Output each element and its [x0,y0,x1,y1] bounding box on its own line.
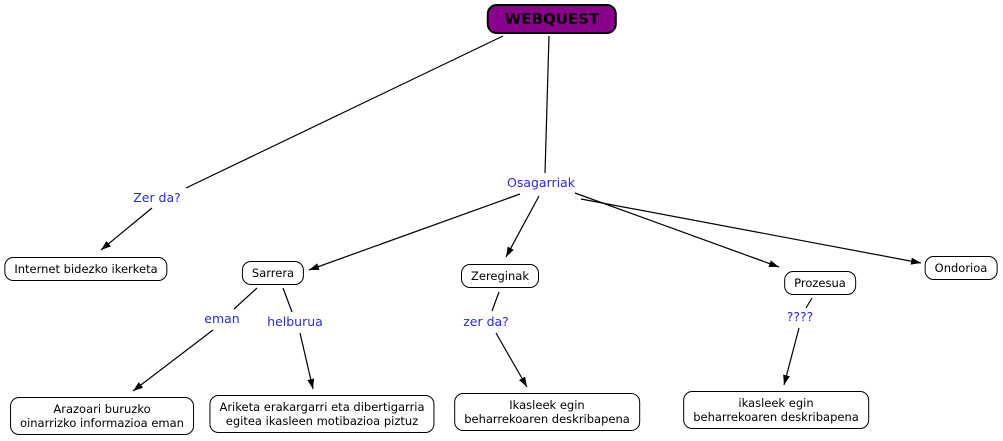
link-label-helburua[interactable]: helburua [265,314,325,329]
node-ikasleek1-line2: beharrekoaren deskribapena [464,412,630,426]
node-ariketa-motibazioa[interactable]: Ariketa erakargarri eta dibertigarria eg… [209,395,435,433]
node-ariketa-line2: egitea ikasleen motibazioa piztuz [225,414,419,428]
edge-helburua-to-ariketa [299,332,315,390]
node-ikasleek2-line1: ikasleek egin [738,396,814,410]
node-webquest[interactable]: WEBQUEST [486,4,618,34]
link-label-zer-da-zereginak[interactable]: zer da? [461,314,511,329]
node-ikasleek-deskribapena-zereginak[interactable]: Ikasleek egin beharrekoaren deskribapena [454,393,640,431]
node-ikasleek-deskribapena-prozesua[interactable]: ikasleek egin beharrekoaren deskribapena [683,391,869,429]
link-label-galderak[interactable]: ???? [784,309,816,324]
node-ondorioa[interactable]: Ondorioa [924,256,998,280]
edge-eman-to-arazoari [132,329,214,392]
link-label-eman[interactable]: eman [202,311,242,326]
node-ikasleek1-line1: Ikasleek egin [509,398,585,412]
node-internet-bidezko-ikerketa[interactable]: Internet bidezko ikerketa [4,257,168,281]
edge-osagarriak-to-sarrera [308,193,521,271]
edge-prozesua-to-galderak [805,297,813,309]
node-ariketa-line1: Ariketa erakargarri eta dibertigarria [219,400,425,414]
link-label-osagarriak[interactable]: Osagarriak [504,175,578,190]
link-label-zer-da-root[interactable]: Zer da? [131,190,183,205]
edge-osagarriak-to-prozesua [574,192,780,268]
node-zereginak[interactable]: Zereginak [461,264,539,288]
edge-sarrera-to-helburua [282,287,293,313]
edge-zerda2-to-ikasleek [495,332,528,388]
edge-webquest-to-zerda [185,35,504,189]
edge-osagarriak-to-zereginak [505,195,540,258]
edge-galderak-to-ikasleek2 [783,327,800,386]
edge-webquest-to-osagarriak [544,35,550,174]
edge-zerda-to-internet [100,207,153,251]
node-sarrera[interactable]: Sarrera [241,261,305,285]
edge-zereginak-to-zerda2 [491,291,500,312]
node-ikasleek2-line2: beharrekoaren deskribapena [693,410,859,424]
node-arazoari-line2: oinarrizko informazioa eman [20,416,184,430]
node-arazoari-informazioa[interactable]: Arazoari buruzko oinarrizko informazioa … [10,397,194,435]
edge-osagarriak-to-ondorioa [580,198,922,265]
node-arazoari-line1: Arazoari buruzko [53,402,151,416]
edge-sarrera-to-eman [233,287,258,310]
node-prozesua[interactable]: Prozesua [784,271,856,295]
